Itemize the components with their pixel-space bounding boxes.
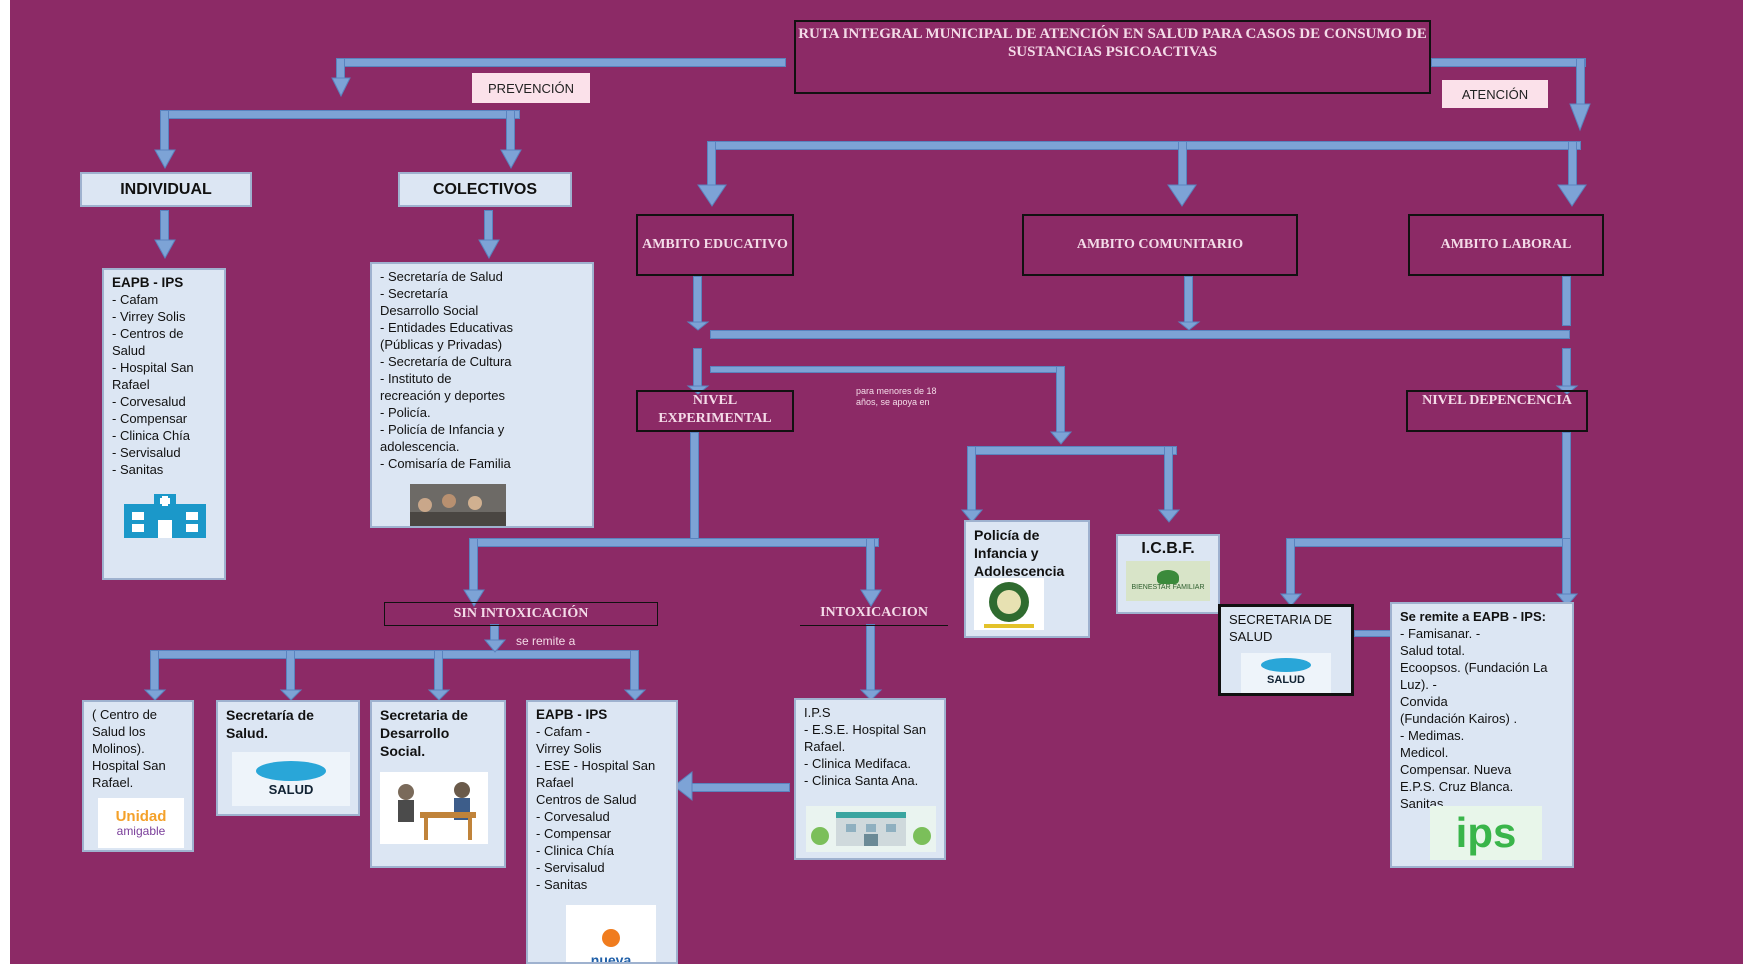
eapb-ips-list: - Cafam - Virrey Solis - Centros de Salu… [112, 292, 194, 477]
eps-list: - Famisanar. - Salud total. Ecoopsos. (F… [1400, 626, 1548, 811]
sin-intoxicacion: SIN INTOXICACIÓN [384, 602, 658, 626]
eps-title: Se remite a EAPB - IPS: [1400, 609, 1546, 624]
ambito-educativo: AMBITO EDUCATIVO [636, 214, 794, 276]
individual-header: INDIVIDUAL [80, 172, 252, 207]
diagram-title: RUTA INTEGRAL MUNICIPAL DE ATENCIÓN EN S… [794, 20, 1431, 94]
ambito-comunitario: AMBITO COMUNITARIO [1022, 214, 1298, 276]
colectivos-list: - Secretaría de Salud - Secretaría Desar… [380, 269, 513, 471]
eps-logos-collage: nueva [566, 905, 656, 962]
centro-salud-label: ( Centro de Salud los Molinos). Hospital… [92, 707, 166, 790]
prevencion-label: PREVENCIÓN [472, 73, 590, 103]
icbf-logo: BIENESTAR FAMILIAR [1126, 561, 1210, 601]
colectivos-header: COLECTIVOS [398, 172, 572, 207]
meeting-photo [410, 484, 506, 526]
secretaria-salud-box: SECRETARIA DE SALUD SALUD [1218, 604, 1354, 696]
se-remite-a-note: se remite a [516, 634, 576, 648]
ips-box: I.P.S - E.S.E. Hospital San Rafael. - Cl… [794, 698, 946, 860]
secretaria-desarrollo-label: Secretaria de Desarrollo Social. [380, 707, 468, 759]
atencion-label: ATENCIÓN [1442, 80, 1548, 108]
icbf-label: I.C.B.F. [1141, 540, 1195, 557]
secretaria-salud-box-2: Secretaría de Salud. SALUD [216, 700, 360, 816]
office-illustration-icon [380, 772, 488, 844]
ips-logo: ips [1430, 806, 1542, 860]
menores-note: para menores de 18 años, se apoya en [856, 386, 937, 407]
icbf-box: I.C.B.F. BIENESTAR FAMILIAR [1116, 534, 1220, 614]
secretaria-salud-label: SECRETARIA DE SALUD [1229, 612, 1333, 644]
policia-badge-icon [974, 578, 1044, 630]
eapb-ips-title-2: EAPB - IPS [536, 707, 608, 722]
eps-box: Se remite a EAPB - IPS: - Famisanar. - S… [1390, 602, 1574, 868]
salud-logo-small: SALUD [1241, 653, 1331, 693]
colectivos-box: - Secretaría de Salud - Secretaría Desar… [370, 262, 594, 528]
salud-logo: SALUD [232, 752, 350, 806]
diagram-canvas: RUTA INTEGRAL MUNICIPAL DE ATENCIÓN EN S… [10, 0, 1743, 964]
secretaria-salud-label-2: Secretaría de Salud. [226, 707, 314, 741]
policia-infancia-label: Policía de Infancia y Adolescencia [974, 527, 1065, 578]
nivel-dependencia: NIVEL DEPENCENCIA [1406, 390, 1588, 432]
ips-list: I.P.S - E.S.E. Hospital San Rafael. - Cl… [804, 705, 927, 788]
policia-infancia-box: Policía de Infancia y Adolescencia [964, 520, 1090, 638]
nivel-experimental: NIVEL EXPERIMENTAL [636, 390, 794, 432]
ambito-laboral: AMBITO LABORAL [1408, 214, 1604, 276]
secretaria-desarrollo-box: Secretaria de Desarrollo Social. [370, 700, 506, 868]
intoxicacion: INTOXICACION [800, 602, 948, 626]
eapb-ips-box-2: EAPB - IPS - Cafam - Virrey Solis - ESE … [526, 700, 678, 964]
hospital-icon [124, 494, 206, 538]
centro-salud-box: ( Centro de Salud los Molinos). Hospital… [82, 700, 194, 852]
eapb-ips-title: EAPB - IPS [112, 275, 184, 290]
eapb-ips-box: EAPB - IPS - Cafam - Virrey Solis - Cent… [102, 268, 226, 580]
eapb-ips-list-2: - Cafam - Virrey Solis - ESE - Hospital … [536, 724, 656, 892]
unidad-amigable-logo: Unidad amigable [98, 798, 184, 848]
clinic-building-icon [806, 806, 936, 852]
